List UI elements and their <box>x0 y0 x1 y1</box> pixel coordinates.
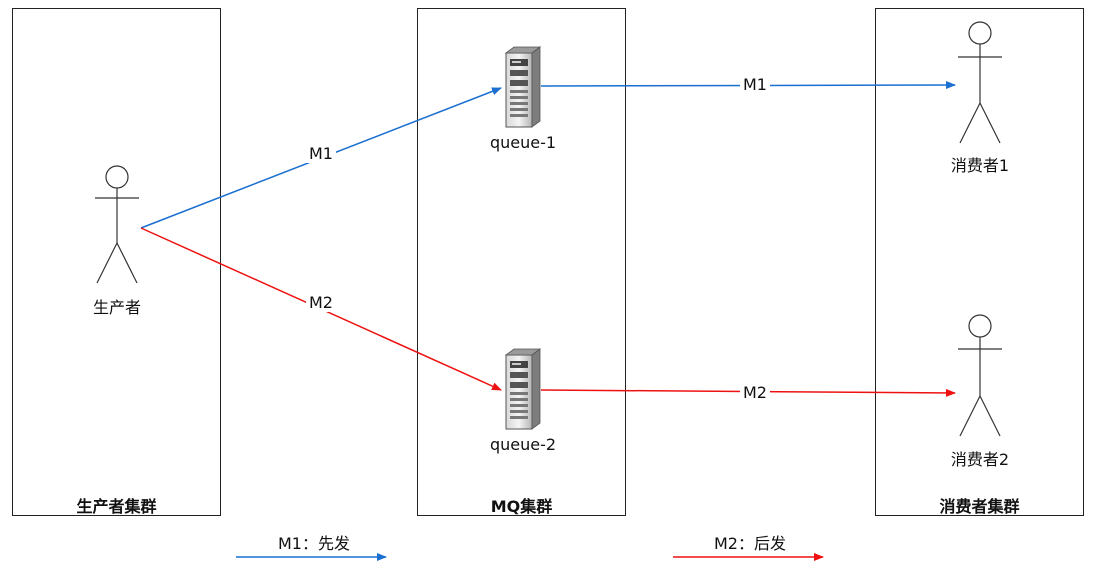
edge-label-m1-consumer: M1 <box>740 76 770 94</box>
edge-label-m1-producer: M1 <box>306 145 336 163</box>
legend-m1-label: M1：先发 <box>278 534 350 553</box>
consumer2-actor-icon <box>958 314 1002 437</box>
consumer1-label: 消费者1 <box>950 156 1010 175</box>
producer-label: 生产者 <box>92 298 141 317</box>
edge-label-m2-producer: M2 <box>306 294 336 312</box>
mq-cluster-title: MQ集群 <box>490 497 553 516</box>
queue1-label: queue-1 <box>489 133 557 152</box>
mq-cluster-box: MQ集群 <box>417 8 626 516</box>
consumer1-actor-icon <box>958 21 1002 144</box>
consumer2-label: 消费者2 <box>950 450 1010 469</box>
producer-actor-icon <box>95 165 139 284</box>
queue2-server-icon <box>504 348 542 430</box>
consumer-cluster-title: 消费者集群 <box>939 497 1020 516</box>
queue1-server-icon <box>504 46 542 128</box>
producer-cluster-box: 生产者集群 <box>12 8 221 516</box>
queue2-label: queue-2 <box>489 435 557 454</box>
producer-cluster-title: 生产者集群 <box>76 497 157 516</box>
legend-m2-label: M2：后发 <box>714 534 786 553</box>
edge-label-m2-consumer: M2 <box>740 384 770 402</box>
